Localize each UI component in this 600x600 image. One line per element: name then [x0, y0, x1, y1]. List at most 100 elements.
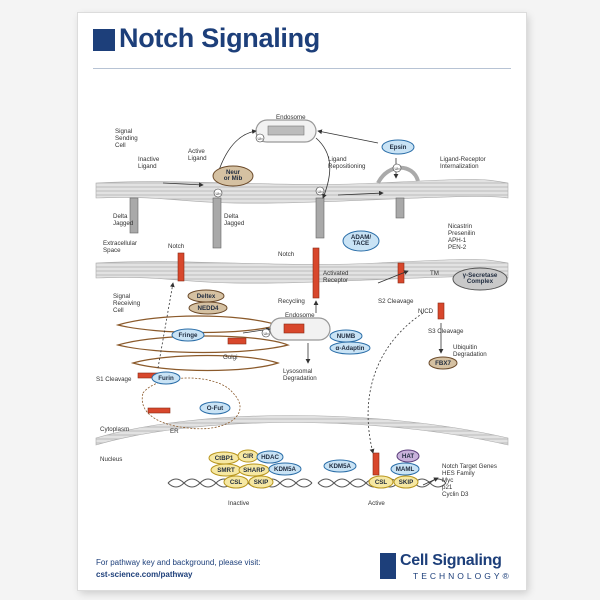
protein-numb: NUMB: [329, 329, 363, 343]
label-endosome-top: Endosome: [276, 114, 306, 121]
nicd: [437, 302, 445, 320]
ligand-left: [129, 197, 139, 234]
protein-skip-left: SKIP: [248, 475, 274, 489]
label-lysosomal-degradation: Lysosomal Degradation: [283, 368, 317, 382]
label-activated-receptor: Activated Receptor: [323, 270, 350, 284]
label-gamma-components: Nicastrin Presenilin APH-1 PEN-2: [448, 223, 477, 251]
arrow-nicd-to-nucleus: [367, 312, 424, 454]
tree-logo-icon: [93, 29, 115, 51]
er-outline: [141, 377, 241, 430]
label-recycling: Recycling: [278, 298, 305, 305]
protein-hdac: HDAC: [256, 450, 284, 464]
label-inactive-ligand: Inactive Ligand: [138, 156, 161, 170]
footer-text: For pathway key and background, please v…: [96, 557, 261, 581]
ub-tag-neur: Ub: [213, 188, 223, 198]
arrow-endosome-reposition: [315, 137, 331, 199]
label-extracellular-space: Extracellular Space: [103, 240, 139, 254]
notch-pathway-diagram: Ub Ub Ub Ub Ub Endosome Endosome Notch: [95, 114, 509, 507]
label-s1-cleavage: S1 Cleavage: [96, 376, 132, 383]
page-title: Notch Signaling: [119, 23, 320, 53]
notch-golgi: [227, 337, 247, 345]
svg-text:Furin: Furin: [158, 375, 174, 382]
protein-skip-right: SKIP: [393, 475, 419, 489]
protein-kdm5a-right: KDM5A: [323, 459, 357, 473]
label-inactive: Inactive: [228, 500, 250, 507]
svg-text:α-Adaptin: α-Adaptin: [336, 345, 365, 352]
cst-logo-name: Cell Signaling: [400, 552, 502, 569]
ub-tag-endosome: Ub: [255, 133, 265, 143]
protein-csl-left: CSL: [223, 475, 249, 489]
ub-tag-epsin: Ub: [392, 163, 402, 173]
label-golgi: Golgi: [223, 354, 237, 361]
label-tm: TM: [430, 270, 439, 277]
svg-text:SHARP: SHARP: [243, 467, 265, 474]
svg-text:NEDD4: NEDD4: [198, 305, 220, 312]
protein-nedd4: NEDD4: [188, 301, 228, 315]
svg-text:Ub: Ub: [215, 191, 221, 196]
svg-text:FBX7: FBX7: [435, 360, 451, 367]
poster: Notch Signaling: [78, 13, 526, 590]
label-notch-mid: Notch: [278, 251, 295, 258]
svg-text:CSL: CSL: [375, 479, 388, 486]
arrow-to-internalization: [337, 190, 384, 196]
label-active-ligand: Active Ligand: [188, 148, 207, 162]
protein-ctbp1: CtBP1: [208, 451, 240, 465]
label-ligand-receptor-internalization: Ligand-Receptor Internalization: [440, 156, 487, 170]
footer-link[interactable]: cst-science.com/pathway: [96, 570, 193, 579]
protein-fringe: Fringe: [171, 328, 205, 342]
arrow-active-to-endosome: [217, 129, 257, 174]
label-ligand-repositioning: Ligand Repositioning: [328, 156, 366, 170]
ligand-mid-active: [212, 197, 222, 249]
label-nicd: NICD: [418, 308, 434, 315]
svg-text:Ub: Ub: [394, 166, 400, 171]
svg-text:Fringe: Fringe: [179, 332, 198, 339]
sending-cell-membrane: [95, 178, 509, 204]
cst-tree-icon: [380, 553, 396, 579]
ligand-mid: [315, 197, 325, 239]
svg-text:NUMB: NUMB: [337, 333, 356, 340]
label-delta-jagged-mid: Delta Jagged: [224, 213, 245, 227]
cst-logo: Cell Signaling TECHNOLOGY®: [380, 552, 510, 582]
protein-hat: HAT: [396, 449, 420, 463]
label-er: ER: [170, 428, 179, 435]
notch-er: [147, 407, 171, 414]
label-active: Active: [368, 500, 385, 507]
protein-adam-tace: ADAM/TACE: [342, 230, 380, 252]
svg-text:Deltex: Deltex: [197, 293, 216, 300]
svg-text:CSL: CSL: [230, 479, 243, 486]
ub-tag-reposition: Ub: [315, 186, 325, 196]
label-cytoplasm: Cytoplasm: [100, 426, 129, 433]
protein-maml: MAML: [390, 462, 420, 476]
arrow-s2-cleavage: [377, 270, 409, 284]
header-divider: [93, 68, 511, 69]
label-target-genes: Notch Target Genes HES Family Myc p21 Cy…: [442, 463, 499, 498]
svg-text:SKIP: SKIP: [254, 479, 268, 486]
protein-kdm5a-left: KDM5A: [268, 462, 302, 476]
svg-text:Ub: Ub: [257, 136, 263, 141]
notch-left: [177, 252, 185, 282]
nuclear-membrane: [95, 415, 509, 446]
protein-cir: CIR: [237, 449, 259, 463]
protein-furin: Furin: [151, 371, 181, 385]
footer-line-1: For pathway key and background, please v…: [96, 558, 261, 567]
svg-text:Ub: Ub: [317, 189, 323, 194]
svg-text:KDM5A: KDM5A: [329, 463, 352, 470]
label-ubiquitin-degradation: Ubiquitin Degradation: [453, 344, 487, 358]
protein-deltex: Deltex: [187, 289, 225, 303]
notch-mid: [312, 247, 320, 299]
protein-smrt: SMRT: [210, 463, 242, 477]
label-nucleus: Nucleus: [100, 456, 122, 463]
svg-text:ADAM/TACE: ADAM/TACE: [351, 234, 372, 247]
protein-sharp: SHARP: [238, 463, 270, 477]
arrow-inactive-to-active: [162, 182, 204, 188]
svg-text:Ub: Ub: [263, 331, 269, 336]
label-signal-sending-cell: Signal Sending Cell: [115, 128, 139, 149]
label-endosome-mid: Endosome: [285, 312, 315, 319]
protein-ofut: O-Fut: [199, 401, 231, 415]
golgi-stack: [115, 315, 290, 372]
